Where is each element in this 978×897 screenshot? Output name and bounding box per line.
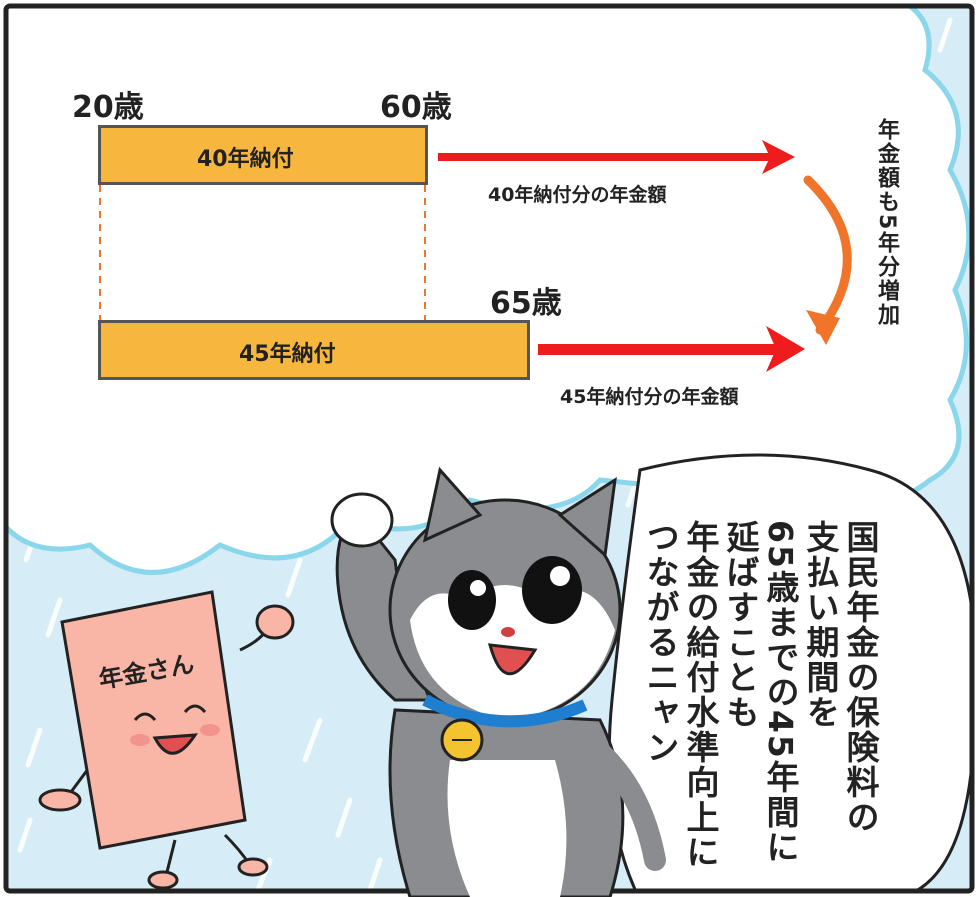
mascot-illustration	[38, 590, 295, 890]
increase-note: 年金額も5年分増加	[874, 118, 899, 328]
age-20-label: 20歳	[72, 90, 144, 125]
bar-45-label: 45年納付	[239, 342, 336, 367]
arrow-45	[538, 326, 805, 372]
cat-illustration	[330, 466, 666, 897]
arrow-40	[438, 140, 795, 174]
speech-line-3: 65歳までの45年間に	[761, 520, 800, 865]
age-60-label: 60歳	[380, 90, 452, 125]
bar-40-label: 40年納付	[197, 147, 294, 172]
speech-line-1: 国民年金の保険料の	[841, 520, 880, 835]
speech-line-5: 年金の給付水準向上に	[681, 520, 720, 870]
curved-arrow-head	[806, 310, 840, 345]
arrow-45-label: 45年納付分の年金額	[560, 386, 739, 408]
arrow-40-label: 40年納付分の年金額	[488, 184, 667, 206]
age-65-label: 65歳	[490, 286, 562, 321]
curved-arrow	[803, 175, 852, 335]
speech-line-2: 支払い期間を	[801, 520, 840, 730]
speech-line-4: 延ばすことも	[721, 520, 760, 730]
speech-bubble	[607, 453, 972, 891]
bar-40-years: 40年納付	[98, 125, 428, 185]
bar-45-years: 45年納付	[98, 320, 530, 380]
speech-line-6: つながるニャン	[641, 520, 680, 765]
speech-text: 国民年金の保険料の 支払い期間を 65歳までの45年間に 延ばすことも 年金の給…	[640, 520, 880, 890]
